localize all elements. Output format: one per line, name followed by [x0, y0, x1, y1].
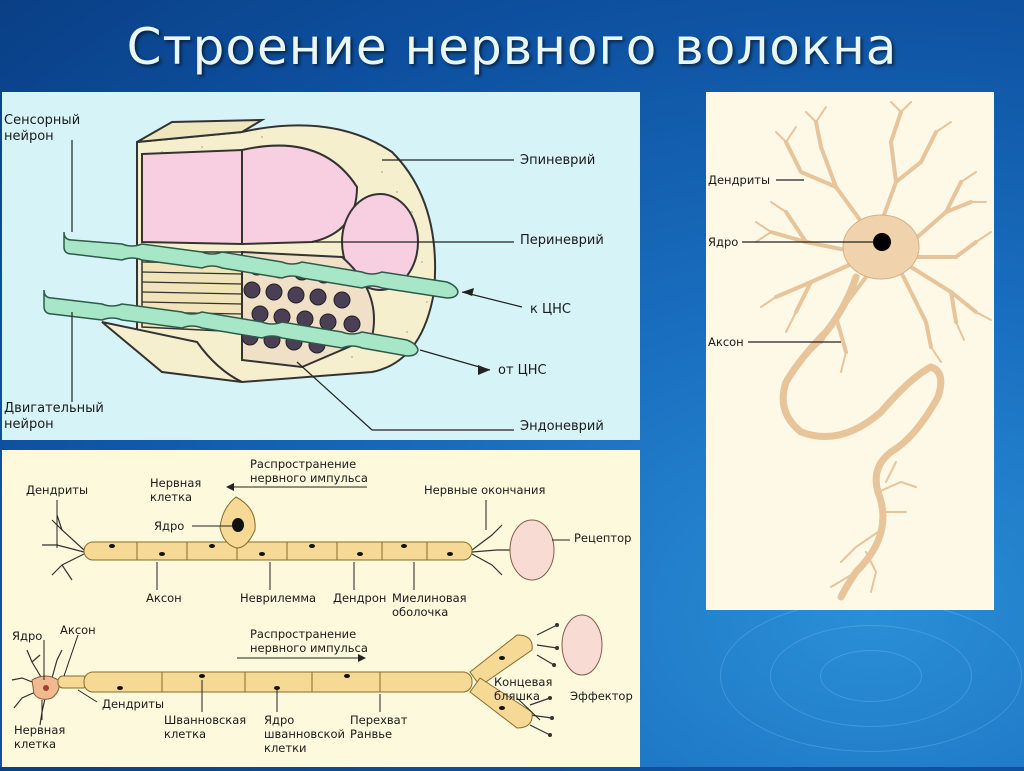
epineurium-label: Эпиневрий	[520, 153, 595, 168]
effector-label: Эффектор	[570, 689, 633, 703]
motor-propagation-label-1: Распространение	[250, 627, 356, 641]
sensory-neuron-label-2: нейрон	[4, 129, 54, 144]
motor-nerve-cell-label-2: клетка	[14, 737, 56, 751]
schwann-nucleus-label-3: клетки	[264, 741, 307, 755]
cross-section-diagram: Сенсорный нейрон Эпиневрий Периневрий к …	[4, 113, 604, 434]
fiber-panel: Дендриты Нервная клетка Распространение …	[2, 450, 640, 767]
myelin-label-1: Миелиновая	[392, 591, 467, 605]
receptor-label: Рецептор	[574, 531, 631, 545]
dendron-label: Дендрон	[333, 591, 386, 605]
fiber-diagram: Дендриты Нервная клетка Распространение …	[11, 457, 633, 755]
motor-dendrites-label: Дендриты	[102, 697, 164, 711]
sensory-nucleus-label: Ядро	[154, 519, 184, 533]
schwann-nucleus-label-2: шванновской	[264, 727, 345, 741]
endoneurium-label: Эндоневрий	[520, 419, 604, 434]
neurilemma-label: Неврилемма	[240, 591, 316, 605]
motor-neuron-label-1: Двигательный	[4, 401, 104, 416]
end-plate-label-1: Концевая	[494, 675, 552, 689]
sensory-nerve-cell-label-2: клетка	[150, 490, 192, 504]
motor-axon-label: Аксон	[60, 623, 96, 637]
end-plate-label-2: бляшка	[494, 689, 540, 703]
neuron-axon-label: Аксон	[708, 335, 744, 349]
neuron-dendrites-label: Дендриты	[708, 173, 770, 187]
to-cns-label: к ЦНС	[530, 302, 571, 317]
sensory-neuron-label-1: Сенсорный	[4, 113, 80, 128]
sensory-propagation-label-2: нервного импульса	[250, 471, 368, 485]
from-cns-label: от ЦНС	[498, 363, 547, 378]
sensory-axon-label: Аксон	[146, 591, 182, 605]
page-title: Строение нервного волокна	[126, 18, 898, 76]
sensory-nerve-cell-label-1: Нервная	[150, 476, 201, 490]
neuron-panel: Дендриты Ядро Аксон	[706, 92, 994, 610]
cross-section-panel: Сенсорный нейрон Эпиневрий Периневрий к …	[2, 92, 640, 440]
motor-neuron-label-2: нейрон	[4, 417, 54, 432]
ranvier-label-2: Ранвье	[350, 727, 392, 741]
motor-nerve-cell-label-1: Нервная	[14, 723, 65, 737]
sensory-dendrites-label: Дендриты	[26, 483, 88, 497]
neuron-nucleus-label: Ядро	[708, 235, 738, 249]
ranvier-label-1: Перехват	[350, 713, 408, 727]
schwann-cell-label-1: Шванновская	[164, 713, 246, 727]
schwann-cell-label-2: клетка	[164, 727, 206, 741]
perineurium-label: Периневрий	[520, 233, 604, 248]
motor-propagation-label-2: нервного импульса	[250, 641, 368, 655]
schwann-nucleus-label-1: Ядро	[264, 713, 294, 727]
sensory-propagation-label-1: Распространение	[250, 457, 356, 471]
neuron-diagram: Дендриты Ядро Аксон	[708, 101, 992, 601]
motor-nucleus-label: Ядро	[12, 629, 42, 643]
nerve-endings-label: Нервные окончания	[424, 483, 545, 497]
myelin-label-2: оболочка	[392, 605, 448, 619]
